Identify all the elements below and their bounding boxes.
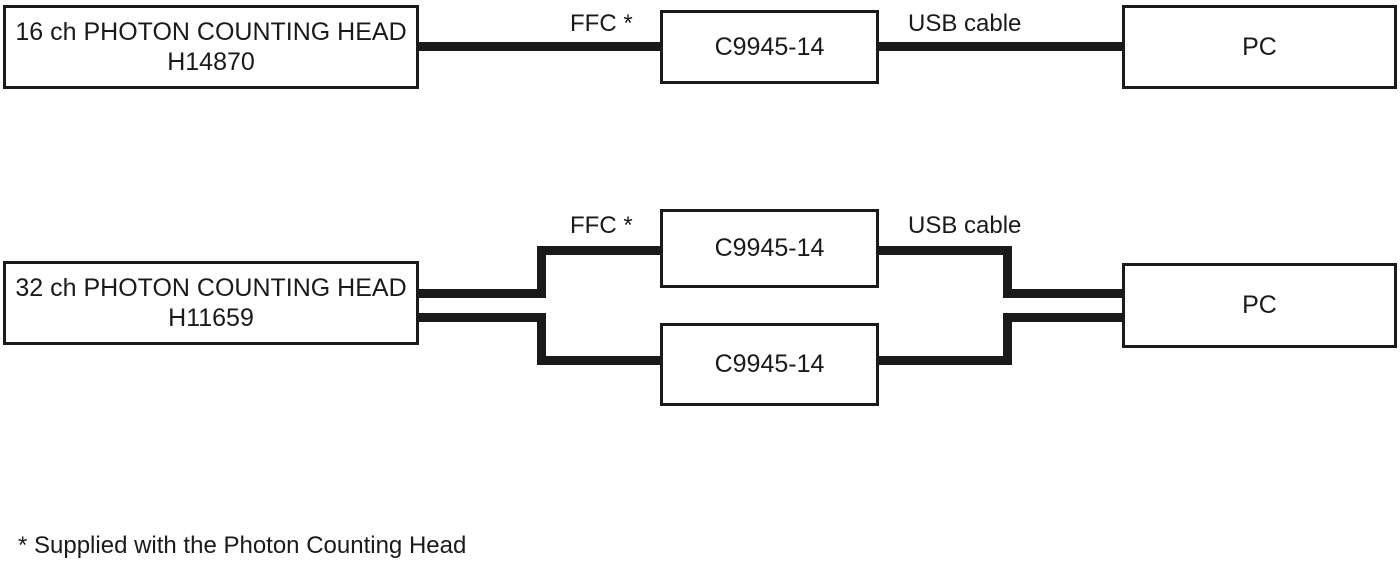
cable-label-ffc-row1: FFC * [570,10,633,37]
cable-usb-row2-lower-horizontal-right [1003,313,1126,322]
cable-ffc-row2-lower-riser [537,313,546,365]
cable-label-usb-row1: USB cable [908,10,1022,37]
node-label-c9945-row2-lower: C9945-14 [714,350,825,379]
node-c9945-14-row2-lower[interactable]: C9945-14 [660,323,879,406]
node-label-pc-row2: PC [1242,291,1277,320]
node-c9945-14-row1[interactable]: C9945-14 [660,10,879,84]
node-title-16ch: 16 ch PHOTON COUNTING HEAD [15,17,407,46]
cable-ffc-row1 [414,42,664,51]
cable-ffc-row2-lower-horizontal-left [414,313,546,322]
cable-usb-row2-upper-horizontal-right [1003,289,1126,298]
node-c9945-14-row2-upper[interactable]: C9945-14 [660,209,879,288]
cable-ffc-row2-lower-horizontal-right [537,356,664,365]
node-pc-row1[interactable]: PC [1122,5,1397,89]
cable-usb-row2-lower-horizontal-left [874,356,1012,365]
node-title-32ch: 32 ch PHOTON COUNTING HEAD [15,273,407,302]
cable-usb-row2-upper-riser [1003,246,1012,298]
footnote-supplied-note: * Supplied with the Photon Counting Head [18,532,467,559]
node-photon-counting-head-32ch[interactable]: 32 ch PHOTON COUNTING HEAD H11659 [3,261,419,345]
node-pc-row2[interactable]: PC [1122,263,1397,348]
node-model-32ch: H11659 [168,304,254,332]
node-label-c9945-row2-upper: C9945-14 [714,234,825,263]
node-model-16ch: H14870 [167,48,255,76]
node-photon-counting-head-16ch[interactable]: 16 ch PHOTON COUNTING HEAD H14870 [3,5,419,89]
cable-ffc-row2-upper-horizontal-left [414,289,546,298]
cable-usb-row2-upper-horizontal-left [874,246,1012,255]
cable-label-ffc-row2: FFC * [570,212,633,239]
node-label-c9945-row1: C9945-14 [714,32,825,61]
cable-ffc-row2-upper-riser [537,246,546,298]
node-label-pc-row1: PC [1242,32,1277,61]
cable-usb-row1 [874,42,1126,51]
cable-usb-row2-lower-riser [1003,313,1012,365]
cable-label-usb-row2: USB cable [908,212,1022,239]
cable-ffc-row2-upper-horizontal-right [537,246,664,255]
